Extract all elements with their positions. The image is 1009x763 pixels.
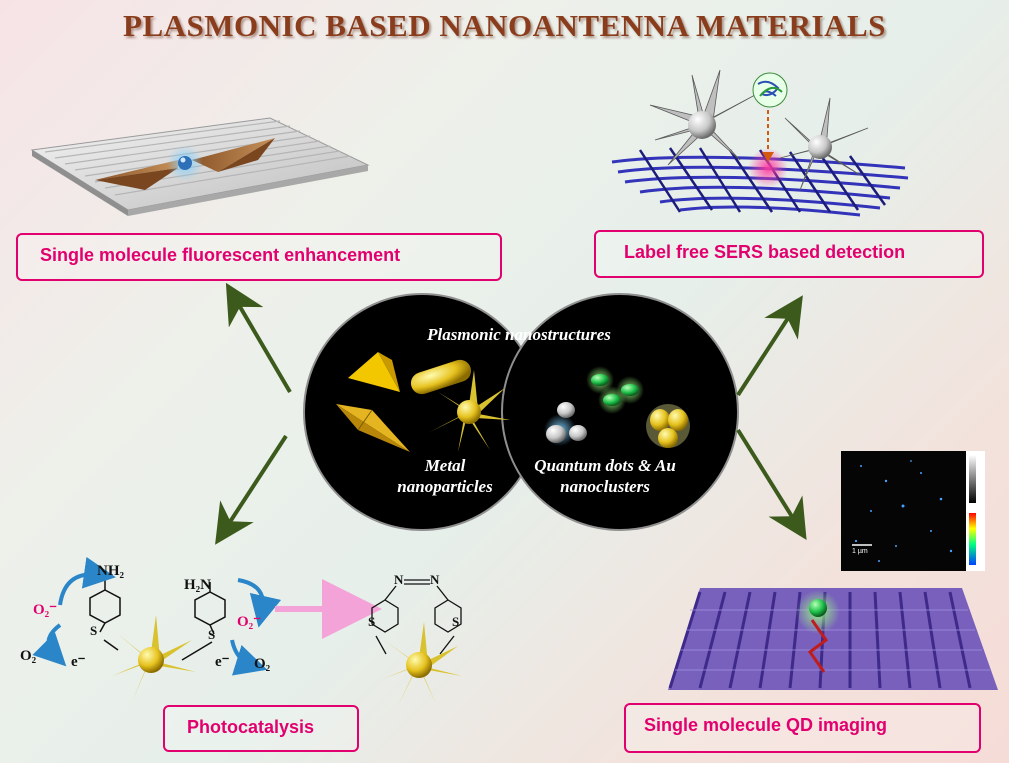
nitrogen-label-2: N	[430, 572, 440, 587]
electron-label-left: e⁻	[71, 654, 86, 670]
oxygen-label-right: O₂	[254, 656, 271, 672]
quantum-dots-label: Quantum dots & Au nanoclusters	[534, 456, 676, 496]
fluorescence-enhancement-box: Single molecule fluorescent enhancement	[16, 233, 502, 281]
sulfur-label-3: S	[368, 614, 376, 629]
sulfur-label-2: S	[208, 627, 216, 642]
electron-label-right: e⁻	[215, 654, 230, 670]
nitrogen-label-1: N	[394, 572, 404, 587]
oxygen-label-left: O₂	[20, 648, 37, 664]
qd-imaging-box: Single molecule QD imaging	[624, 703, 981, 753]
photocatalysis-scheme	[32, 556, 462, 706]
photocatalysis-box: Photocatalysis	[163, 705, 359, 752]
sers-detection-box: Label free SERS based detection	[594, 230, 984, 278]
sulfur-label-1: S	[90, 623, 98, 638]
microscopy-inset	[841, 451, 966, 571]
superoxide-label-left: O₂⁻	[33, 602, 58, 618]
plasmonic-nanostructures-label: Plasmonic nanostructures	[427, 325, 611, 344]
amine-label-right: H₂N	[184, 577, 211, 593]
superoxide-label-right: O₂⁻	[237, 614, 262, 630]
metal-nanoparticles-label: Metal nanoparticles	[397, 456, 493, 496]
qd-imaging-illustration	[668, 588, 998, 690]
sulfur-label-4: S	[452, 614, 460, 629]
scale-bar-label: 1 µm	[852, 548, 868, 555]
colorbar	[966, 451, 985, 571]
center-circles	[303, 293, 739, 531]
fluorescence-chip-illustration	[30, 117, 370, 216]
sers-nanostar-illustration	[611, 69, 909, 217]
page-title: PLASMONIC BASED NANOANTENNA MATERIALS	[123, 8, 886, 43]
amine-label-left: NH₂	[97, 563, 124, 579]
connector-arrows	[215, 282, 807, 545]
